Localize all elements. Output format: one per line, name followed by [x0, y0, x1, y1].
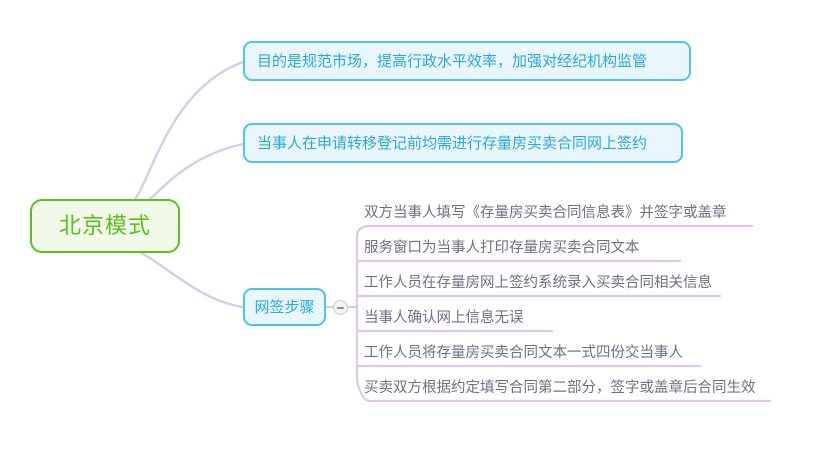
minus-glyph	[337, 306, 344, 309]
list-item[interactable]: 服务窗口为当事人打印存量房买卖合同文本	[364, 231, 640, 266]
list-item[interactable]: 双方当事人填写《存量房买卖合同信息表》并签字或盖章	[364, 196, 727, 231]
list-item[interactable]: 当事人确认网上信息无误	[364, 301, 524, 336]
list-item-label: 工作人员将存量房买卖合同文本一式四份交当事人	[364, 345, 683, 362]
root-node-label: 北京模式	[58, 213, 151, 238]
list-item[interactable]: 工作人员在存量房网上签约系统录入买卖合同相关信息	[364, 266, 712, 301]
list-item[interactable]: 买卖双方根据约定填写合同第二部分，签字或盖章后合同生效	[364, 371, 756, 406]
list-item-label: 工作人员在存量房网上签约系统录入买卖合同相关信息	[364, 275, 712, 292]
list-item-label: 买卖双方根据约定填写合同第二部分，签字或盖章后合同生效	[364, 380, 756, 397]
topic-node-1-label: 目的是规范市场，提高行政水平效率，加强对经纪机构监管	[257, 52, 648, 70]
topic-node-1[interactable]: 目的是规范市场，提高行政水平效率，加强对经纪机构监管	[243, 41, 691, 81]
list-item-label: 双方当事人填写《存量房买卖合同信息表》并签字或盖章	[364, 205, 727, 222]
topic-node-3-label: 网签步骤	[254, 298, 315, 316]
topic-node-3[interactable]: 网签步骤	[243, 288, 326, 326]
list-item-label: 当事人确认网上信息无误	[364, 310, 524, 327]
topic-node-2-label: 当事人在申请转移登记前均需进行存量房买卖合同网上签约	[257, 134, 648, 152]
root-node[interactable]: 北京模式	[30, 199, 180, 253]
topic-node-2[interactable]: 当事人在申请转移登记前均需进行存量房买卖合同网上签约	[243, 123, 683, 163]
minus-circle-icon[interactable]	[333, 300, 348, 315]
subitem-list: 双方当事人填写《存量房买卖合同信息表》并签字或盖章 服务窗口为当事人打印存量房买…	[352, 196, 792, 416]
list-item-label: 服务窗口为当事人打印存量房买卖合同文本	[364, 240, 640, 257]
list-item[interactable]: 工作人员将存量房买卖合同文本一式四份交当事人	[364, 336, 683, 371]
